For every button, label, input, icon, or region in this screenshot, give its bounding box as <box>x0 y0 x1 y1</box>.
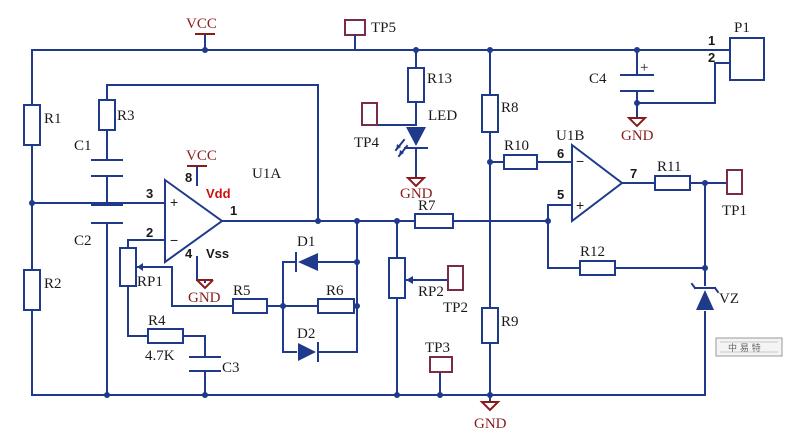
resistor-r12: R12 <box>579 244 616 276</box>
u1a-vdd-label: Vdd <box>206 186 231 201</box>
u1a-plus-sign: + <box>170 194 178 210</box>
potentiometer-rp2: RP2 <box>388 257 449 300</box>
r13-label: R13 <box>427 71 452 87</box>
resistor-r13: R13 <box>407 67 452 103</box>
u1a-vss-label: Vss <box>206 246 229 261</box>
r2-label: R2 <box>44 276 62 292</box>
testpoint-tp4: TP4 <box>354 102 380 151</box>
opamp-u1a: + − U1A 8 Vdd 3 2 1 4 Vss <box>146 166 281 264</box>
c4-plus-sign: + <box>640 60 648 76</box>
u1a-pin3: 3 <box>146 186 153 201</box>
c4-label: C4 <box>589 71 607 87</box>
resistor-r6: R6 <box>317 283 355 314</box>
vcc-symbol-top: VCC <box>186 16 217 35</box>
capacitor-c2: C2 <box>74 204 123 249</box>
vcc-label-top: VCC <box>186 16 217 32</box>
testpoint-tp1: TP1 <box>722 169 747 219</box>
p1-pin1: 1 <box>708 33 715 48</box>
u1a-label: U1A <box>252 166 281 182</box>
resistor-r10: R10 <box>503 138 538 170</box>
led: LED <box>394 108 457 158</box>
u1b-pin7: 7 <box>630 166 637 181</box>
gnd-symbol-u1a: GND <box>188 279 221 306</box>
zener-vz: VZ <box>690 282 739 310</box>
potentiometer-rp1: RP1 <box>119 247 163 290</box>
u1a-pin1: 1 <box>230 203 237 218</box>
u1b-minus-sign: − <box>576 153 584 169</box>
r4-label: R4 <box>148 313 166 329</box>
vcc-symbol-u1a: VCC <box>186 148 217 167</box>
wires <box>31 33 731 403</box>
gnd-symbol-bottom: GND <box>474 401 507 432</box>
rp2-label: RP2 <box>418 284 444 300</box>
gnd-label-bottom: GND <box>474 416 507 432</box>
u1b-plus-sign: + <box>576 197 584 213</box>
resistor-r5: R5 <box>232 283 268 314</box>
resistor-r9: R9 <box>481 307 519 344</box>
gnd-label-u1a: GND <box>188 290 221 306</box>
junctions <box>29 47 708 398</box>
resistor-r3: R3 <box>98 99 135 131</box>
opamp-u1b: − + U1B 6 5 7 <box>556 128 637 224</box>
c1-label: C1 <box>74 138 92 154</box>
r5-label: R5 <box>233 283 251 299</box>
u1b-pin6: 6 <box>557 146 564 161</box>
gnd-label-c4: GND <box>621 128 654 144</box>
c2-label: C2 <box>74 233 92 249</box>
u1b-pin5: 5 <box>557 187 564 202</box>
testpoint-tp2: TP2 <box>443 265 468 316</box>
r7-label: R7 <box>418 198 436 214</box>
diode-d1: D1 <box>295 234 318 272</box>
resistor-r1: R1 <box>23 104 62 146</box>
r4-value: 4.7K <box>145 348 175 364</box>
u1a-pin2: 2 <box>146 225 153 240</box>
r9-label: R9 <box>501 314 519 330</box>
r3-label: R3 <box>117 108 135 124</box>
r10-label: R10 <box>504 138 529 154</box>
tp1-label: TP1 <box>722 203 747 219</box>
resistor-r11: R11 <box>654 159 691 191</box>
u1a-pin8: 8 <box>185 170 192 185</box>
led-label: LED <box>428 108 457 124</box>
gnd-symbol-c4: GND <box>621 117 654 144</box>
r8-label: R8 <box>501 100 519 116</box>
p1-pin2: 2 <box>708 50 715 65</box>
resistor-r7: R7 <box>414 198 454 229</box>
u1a-minus-sign: − <box>170 232 178 248</box>
watermark-text: 中 易 特 <box>728 342 761 354</box>
capacitor-c1: C1 <box>74 138 123 177</box>
d1-label: D1 <box>297 234 315 250</box>
testpoint-tp3: TP3 <box>425 340 453 373</box>
r6-label: R6 <box>326 283 344 299</box>
tp4-label: TP4 <box>354 135 380 151</box>
watermark-logo: 中 易 特 <box>715 337 783 357</box>
resistor-r2: R2 <box>23 269 62 311</box>
testpoint-tp5: TP5 <box>344 19 396 51</box>
gnd-symbol-led: GND <box>400 177 433 202</box>
r12-label: R12 <box>580 244 605 260</box>
vcc-label-u1a: VCC <box>186 148 217 164</box>
u1b-label: U1B <box>556 128 584 144</box>
resistor-r8: R8 <box>481 94 519 133</box>
gnd-label-led: GND <box>400 186 433 202</box>
u1a-pin4: 4 <box>185 246 193 261</box>
resistor-r4: R4 4.7K <box>145 313 184 364</box>
c3-label: C3 <box>222 360 240 376</box>
tp2-label: TP2 <box>443 300 468 316</box>
d2-label: D2 <box>297 326 315 342</box>
tp5-label: TP5 <box>371 20 396 36</box>
capacitor-c3: C3 <box>189 356 240 376</box>
rp1-label: RP1 <box>137 274 163 290</box>
diode-d2: D2 <box>297 326 319 362</box>
connector-p1: P1 1 2 <box>708 20 765 81</box>
r1-label: R1 <box>44 111 62 127</box>
capacitor-c4: C4 + <box>589 60 654 92</box>
p1-label: P1 <box>734 20 750 36</box>
r11-label: R11 <box>657 159 681 175</box>
tp3-label: TP3 <box>425 340 450 356</box>
vz-label: VZ <box>719 291 739 307</box>
